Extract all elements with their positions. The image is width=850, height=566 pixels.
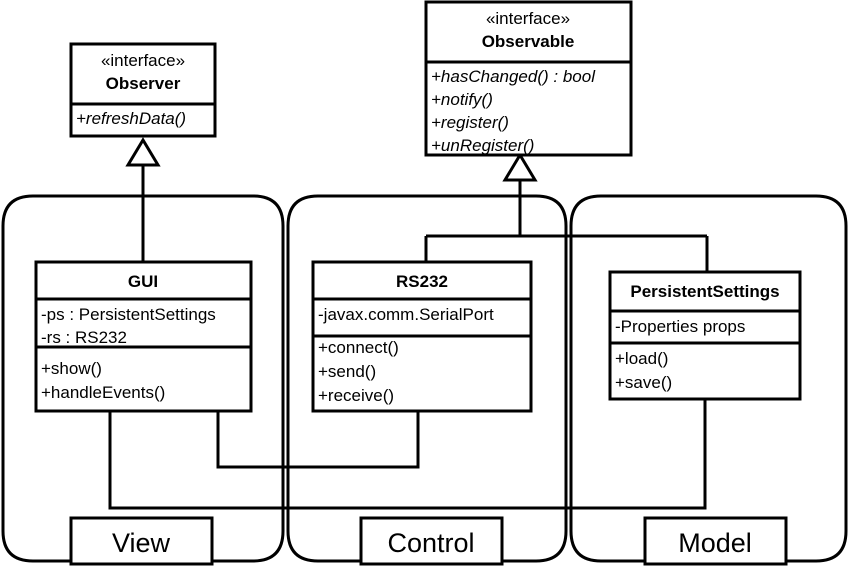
association-gui-rs232 [216, 411, 420, 469]
interface-observable-stereotype: «interface» [486, 9, 570, 28]
class-rs232-op-2: +receive() [318, 386, 394, 405]
association-gui-persistentsettings [108, 399, 707, 510]
interface-observer-name: Observer [106, 74, 181, 93]
package-label-view-text: View [112, 528, 171, 558]
class-gui-name: GUI [128, 272, 158, 291]
interface-observer-box[interactable] [69, 42, 217, 138]
realization-arrowhead-observer [125, 137, 161, 167]
package-label-model-box[interactable] [643, 516, 788, 566]
class-gui-attr-1: -rs : RS232 [41, 328, 127, 347]
package-label-control-text: Control [387, 528, 474, 558]
interface-observable-op-1: +notify() [431, 90, 493, 109]
class-rs232-op-0: +connect() [318, 338, 399, 357]
class-gui-box[interactable] [34, 260, 253, 413]
class-persistentsettings-attr-0: -Properties props [615, 317, 745, 336]
class-gui[interactable]: GUI -ps : PersistentSettings -rs : RS232… [34, 260, 253, 413]
interface-observable-name: Observable [482, 32, 575, 51]
class-gui-attr-0: -ps : PersistentSettings [41, 305, 216, 324]
realization-arrowhead-observable [502, 152, 538, 182]
package-label-control[interactable]: Control [359, 516, 504, 566]
interface-observable-op-0: +hasChanged() : bool [431, 67, 596, 86]
class-persistentsettings-op-0: +load() [615, 349, 668, 368]
class-persistentsettings-op-1: +save() [615, 373, 672, 392]
class-persistentsettings-box[interactable] [608, 270, 802, 401]
package-label-view-box[interactable] [69, 516, 214, 566]
class-rs232-op-1: +send() [318, 362, 376, 381]
package-label-control-box[interactable] [359, 516, 504, 566]
interface-observable[interactable]: «interface» Observable +hasChanged() : b… [424, 0, 633, 157]
interface-observer-stereotype: «interface» [101, 51, 185, 70]
class-gui-op-1: +handleEvents() [41, 383, 165, 402]
package-label-model[interactable]: Model [643, 516, 788, 566]
class-rs232-attr-0: -javax.comm.SerialPort [318, 305, 494, 324]
class-rs232[interactable]: RS232 -javax.comm.SerialPort +connect() … [311, 260, 533, 413]
package-label-view[interactable]: View [69, 516, 214, 566]
interface-observer-op-0: +refreshData() [76, 109, 186, 128]
package-label-model-text: Model [678, 528, 752, 558]
interface-observable-box[interactable] [424, 0, 633, 157]
class-rs232-name: RS232 [396, 272, 448, 291]
class-gui-op-0: +show() [41, 359, 102, 378]
interface-observable-op-2: +register() [431, 113, 509, 132]
interface-observable-op-3: +unRegister() [431, 136, 534, 155]
class-persistentsettings-name: PersistentSettings [630, 282, 779, 301]
interface-observer[interactable]: «interface» Observer +refreshData() [69, 42, 217, 138]
class-persistentsettings[interactable]: PersistentSettings -Properties props +lo… [608, 270, 802, 401]
